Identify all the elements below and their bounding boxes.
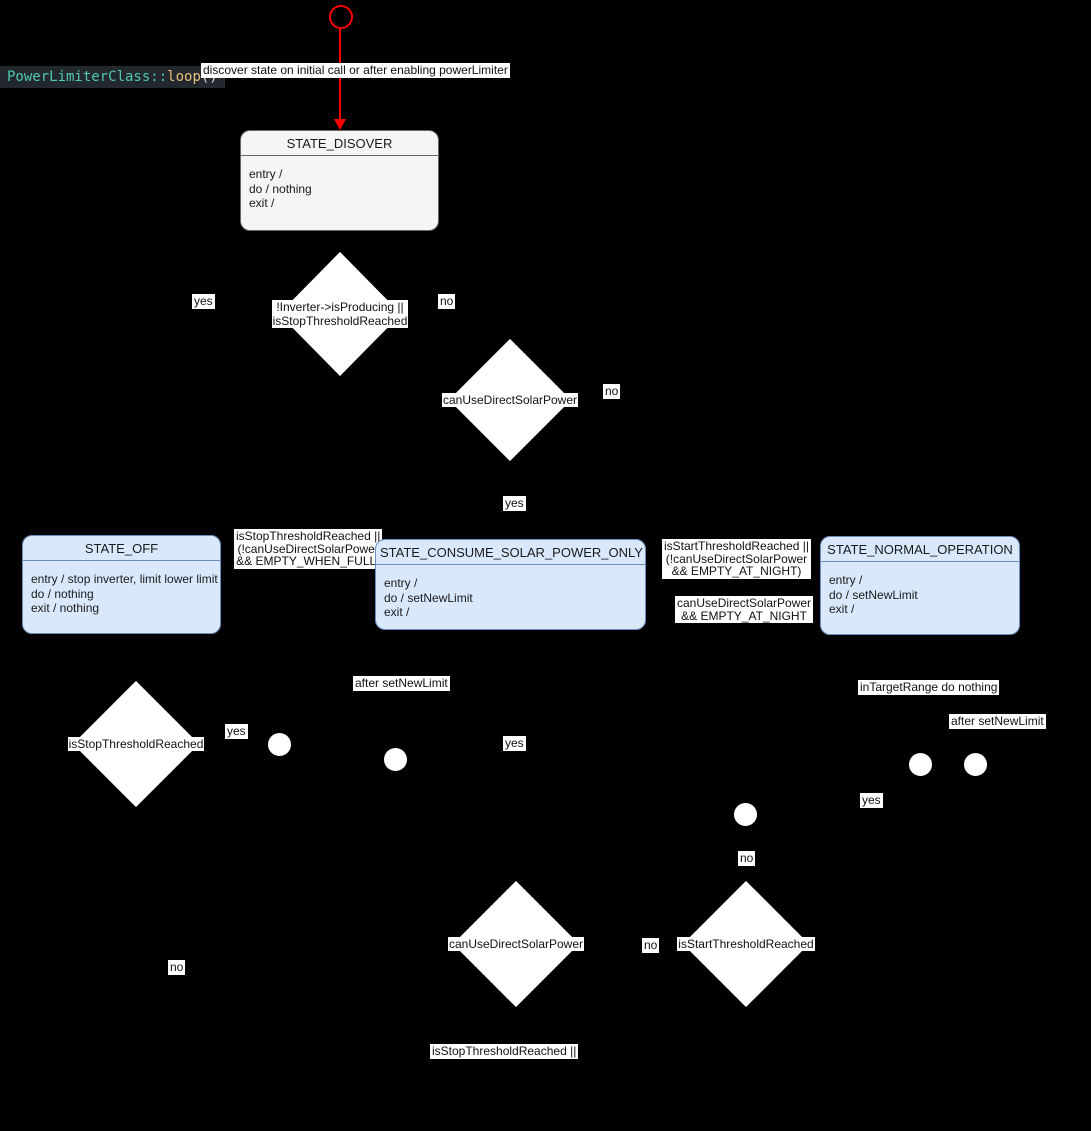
decision-can-use-direct-solar-top: canUseDirectSolarPower [441,338,579,462]
state-consume-do: do / setNewLimit [384,590,473,605]
state-off-title: STATE_OFF [23,536,220,561]
function-context-label: PowerLimiterClass::loop() [0,66,225,88]
edge-label-off-condition: isStopThresholdReached || (!canUseDirect… [234,529,383,569]
state-normal-operation: STATE_NORMAL_OPERATION entry / do / setN… [820,536,1020,635]
edge-label-after-set-new-limit-2: after setNewLimit [949,714,1046,729]
initial-state-node [329,5,353,29]
decision-producing-or-stop: !Inverter->isProducing || isStopThreshol… [271,251,409,377]
state-discover-do: do / nothing [249,181,312,196]
edge-label-no-5: no [168,960,186,975]
state-discover-entry: entry / [249,167,283,181]
edge-label-stop-threshold-partial: isStopThresholdReached || [430,1044,579,1059]
junction-node-2 [383,747,408,772]
state-off-exit: exit / nothing [31,601,100,615]
state-consume-exit: exit / [384,605,410,619]
decision-can-use-direct-solar-bottom: canUseDirectSolarPower [447,880,585,1008]
junction-node-1 [267,732,292,757]
edge-label-yes-3: yes [225,724,248,739]
state-discover: STATE_DISOVER entry / do / nothing exit … [240,130,439,231]
decision-can-use-direct-solar-top-label: canUseDirectSolarPower [441,393,579,407]
state-off-entry: entry / stop inverter, limit lower limit [31,572,218,586]
decision-start-threshold-label: isStartThresholdReached [677,937,815,951]
state-discover-title: STATE_DISOVER [241,131,438,156]
state-consume-body: entry / do / setNewLimit exit / [376,565,645,631]
class-name-text: PowerLimiterClass [7,69,151,85]
edge-label-yes-2: yes [503,496,526,511]
edge-label-no-1: no [438,294,456,309]
edge-label-after-set-new-limit-1: after setNewLimit [353,676,450,691]
state-normal-title: STATE_NORMAL_OPERATION [821,537,1019,562]
decision-stop-threshold-label: isStopThresholdReached [67,737,205,751]
state-normal-body: entry / do / setNewLimit exit / [821,562,1019,628]
edge-label-no-3: no [738,851,756,866]
edge-label-no-4: no [642,938,660,953]
edge-label-night-condition: canUseDirectSolarPower && EMPTY_AT_NIGHT [675,596,814,623]
edge-label-yes-5: yes [860,793,883,808]
junction-node-3 [908,752,933,777]
initial-transition-arrowhead [334,119,346,130]
junction-node-5 [733,802,758,827]
junction-node-4 [963,752,988,777]
decision-can-use-direct-solar-bottom-label: canUseDirectSolarPower [447,937,585,951]
state-normal-entry: entry / [829,573,863,587]
edge-label-yes-4: yes [503,736,526,751]
decision-start-threshold: isStartThresholdReached [677,880,815,1008]
method-name-text: loop [167,69,201,85]
decision-stop-threshold: isStopThresholdReached [67,680,205,808]
state-consume-entry: entry / [384,576,418,590]
decision-producing-or-stop-label: !Inverter->isProducing || isStopThreshol… [271,300,409,328]
scope-operator-text: :: [150,69,168,85]
state-off-do: do / nothing [31,586,94,601]
state-discover-body: entry / do / nothing exit / [241,156,438,222]
state-consume-title: STATE_CONSUME_SOLAR_POWER_ONLY [376,540,645,565]
edge-label-discover-note: discover state on initial call or after … [201,63,510,78]
state-consume-solar-power-only: STATE_CONSUME_SOLAR_POWER_ONLY entry / d… [375,539,646,630]
edge-label-start-condition: isStartThresholdReached || (!canUseDirec… [662,539,811,579]
edge-label-in-target-range: inTargetRange do nothing [858,680,1000,695]
state-discover-exit: exit / [249,196,275,210]
state-off-body: entry / stop inverter, limit lower limit… [23,561,220,627]
state-normal-exit: exit / [829,602,855,616]
edge-label-yes-1: yes [192,294,215,309]
state-normal-do: do / setNewLimit [829,587,918,602]
state-off: STATE_OFF entry / stop inverter, limit l… [22,535,221,634]
edge-label-no-2: no [603,384,621,399]
